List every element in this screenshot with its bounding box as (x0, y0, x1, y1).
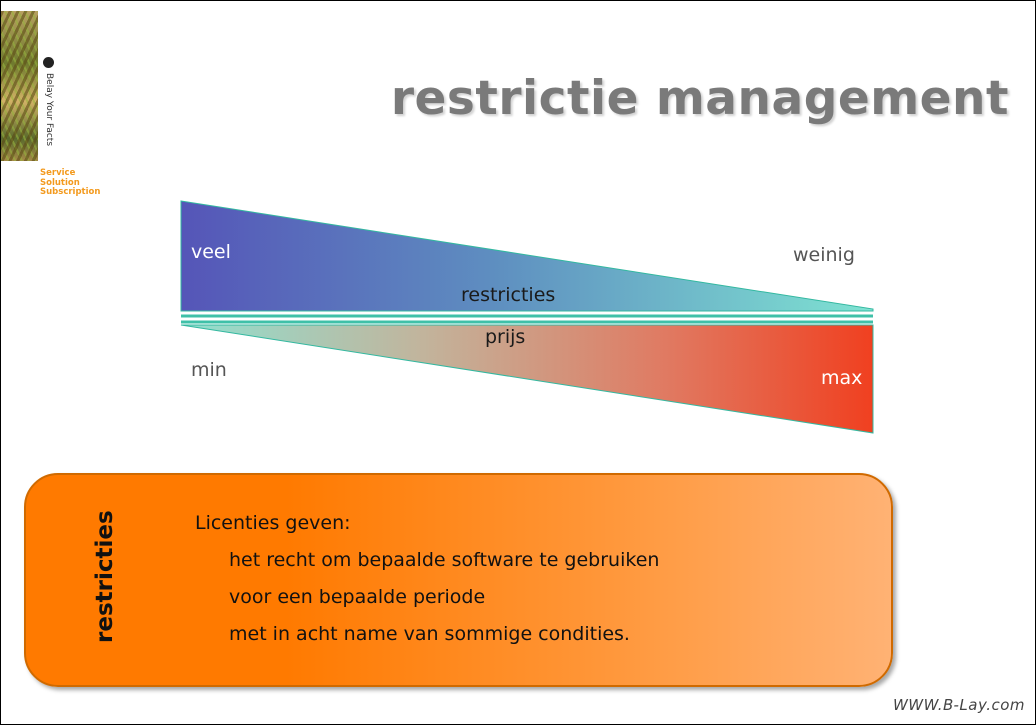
info-line: met in acht name van sommige condities. (229, 623, 630, 645)
label-prijs: prijs (485, 326, 526, 348)
info-line: voor een bepaalde periode (229, 586, 486, 608)
slide-title: restrictie management (390, 71, 1009, 126)
brand-photo (1, 11, 38, 161)
wedge-diagram (180, 200, 874, 434)
label-max: max (821, 367, 863, 389)
info-box (24, 473, 893, 687)
label-min: min (191, 359, 227, 381)
info-lines: Licenties geven: het recht om bepaalde s… (195, 508, 659, 656)
info-line: Licenties geven: (195, 512, 351, 534)
restricties-wedge (180, 200, 874, 312)
brand-tag: Solution (40, 177, 80, 188)
info-heading: restricties (92, 510, 118, 644)
footer-url: WWW.B-Lay.com (892, 696, 1025, 714)
prijs-wedge (180, 324, 874, 434)
brand-logo-icon (43, 57, 54, 68)
info-line: het recht om bepaalde software te gebrui… (229, 549, 660, 571)
brand-tag: Service (40, 168, 76, 178)
brand-tag: Subscription (40, 187, 101, 197)
label-veel: veel (191, 241, 231, 263)
brand-tags: Service Solution Subscription (40, 168, 101, 198)
label-weinig: weinig (793, 244, 855, 266)
brand-name: Belay Your Facts (44, 73, 54, 147)
label-restricties: restricties (461, 284, 556, 306)
